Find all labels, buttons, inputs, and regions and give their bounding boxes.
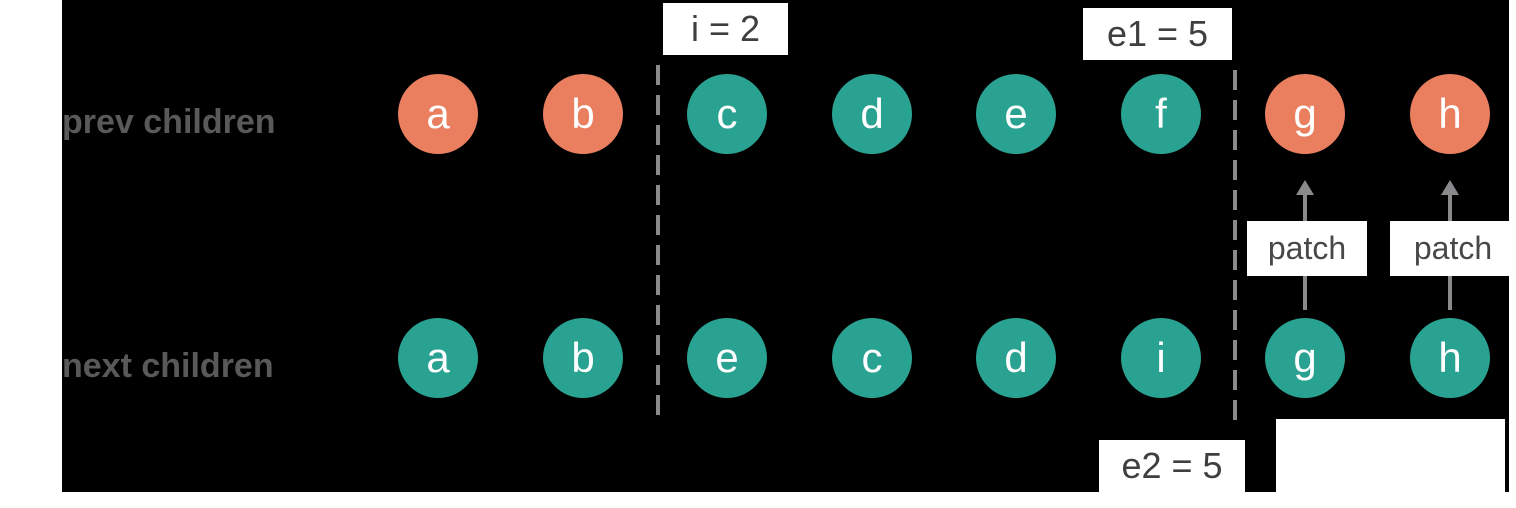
node-prev-h: h	[1410, 74, 1490, 154]
node-next-b: b	[543, 318, 623, 398]
boundary-dashed-line-right	[1233, 70, 1237, 420]
node-prev-e: e	[976, 74, 1056, 154]
next-children-label: next children	[62, 347, 274, 385]
marker-e1-box: e1 = 5	[1083, 8, 1232, 60]
empty-label-box	[1276, 419, 1505, 492]
node-prev-d: d	[832, 74, 912, 154]
node-prev-b: b	[543, 74, 623, 154]
node-next-h: h	[1410, 318, 1490, 398]
arrow-up-icon	[1441, 180, 1459, 195]
node-next-c: c	[832, 318, 912, 398]
node-next-a: a	[398, 318, 478, 398]
node-next-i: i	[1121, 318, 1201, 398]
marker-e2-box: e2 = 5	[1099, 440, 1245, 492]
patch-label-right: patch	[1390, 221, 1516, 276]
node-prev-a: a	[398, 74, 478, 154]
boundary-dashed-line-left	[656, 65, 660, 418]
node-next-e: e	[687, 318, 767, 398]
arrow-up-icon	[1296, 180, 1314, 195]
node-prev-c: c	[687, 74, 767, 154]
node-next-g: g	[1265, 318, 1345, 398]
node-prev-f: f	[1121, 74, 1201, 154]
marker-i-box: i = 2	[663, 3, 788, 55]
node-next-d: d	[976, 318, 1056, 398]
prev-children-label: prev children	[62, 103, 276, 141]
patch-label-left: patch	[1247, 221, 1367, 276]
node-prev-g: g	[1265, 74, 1345, 154]
